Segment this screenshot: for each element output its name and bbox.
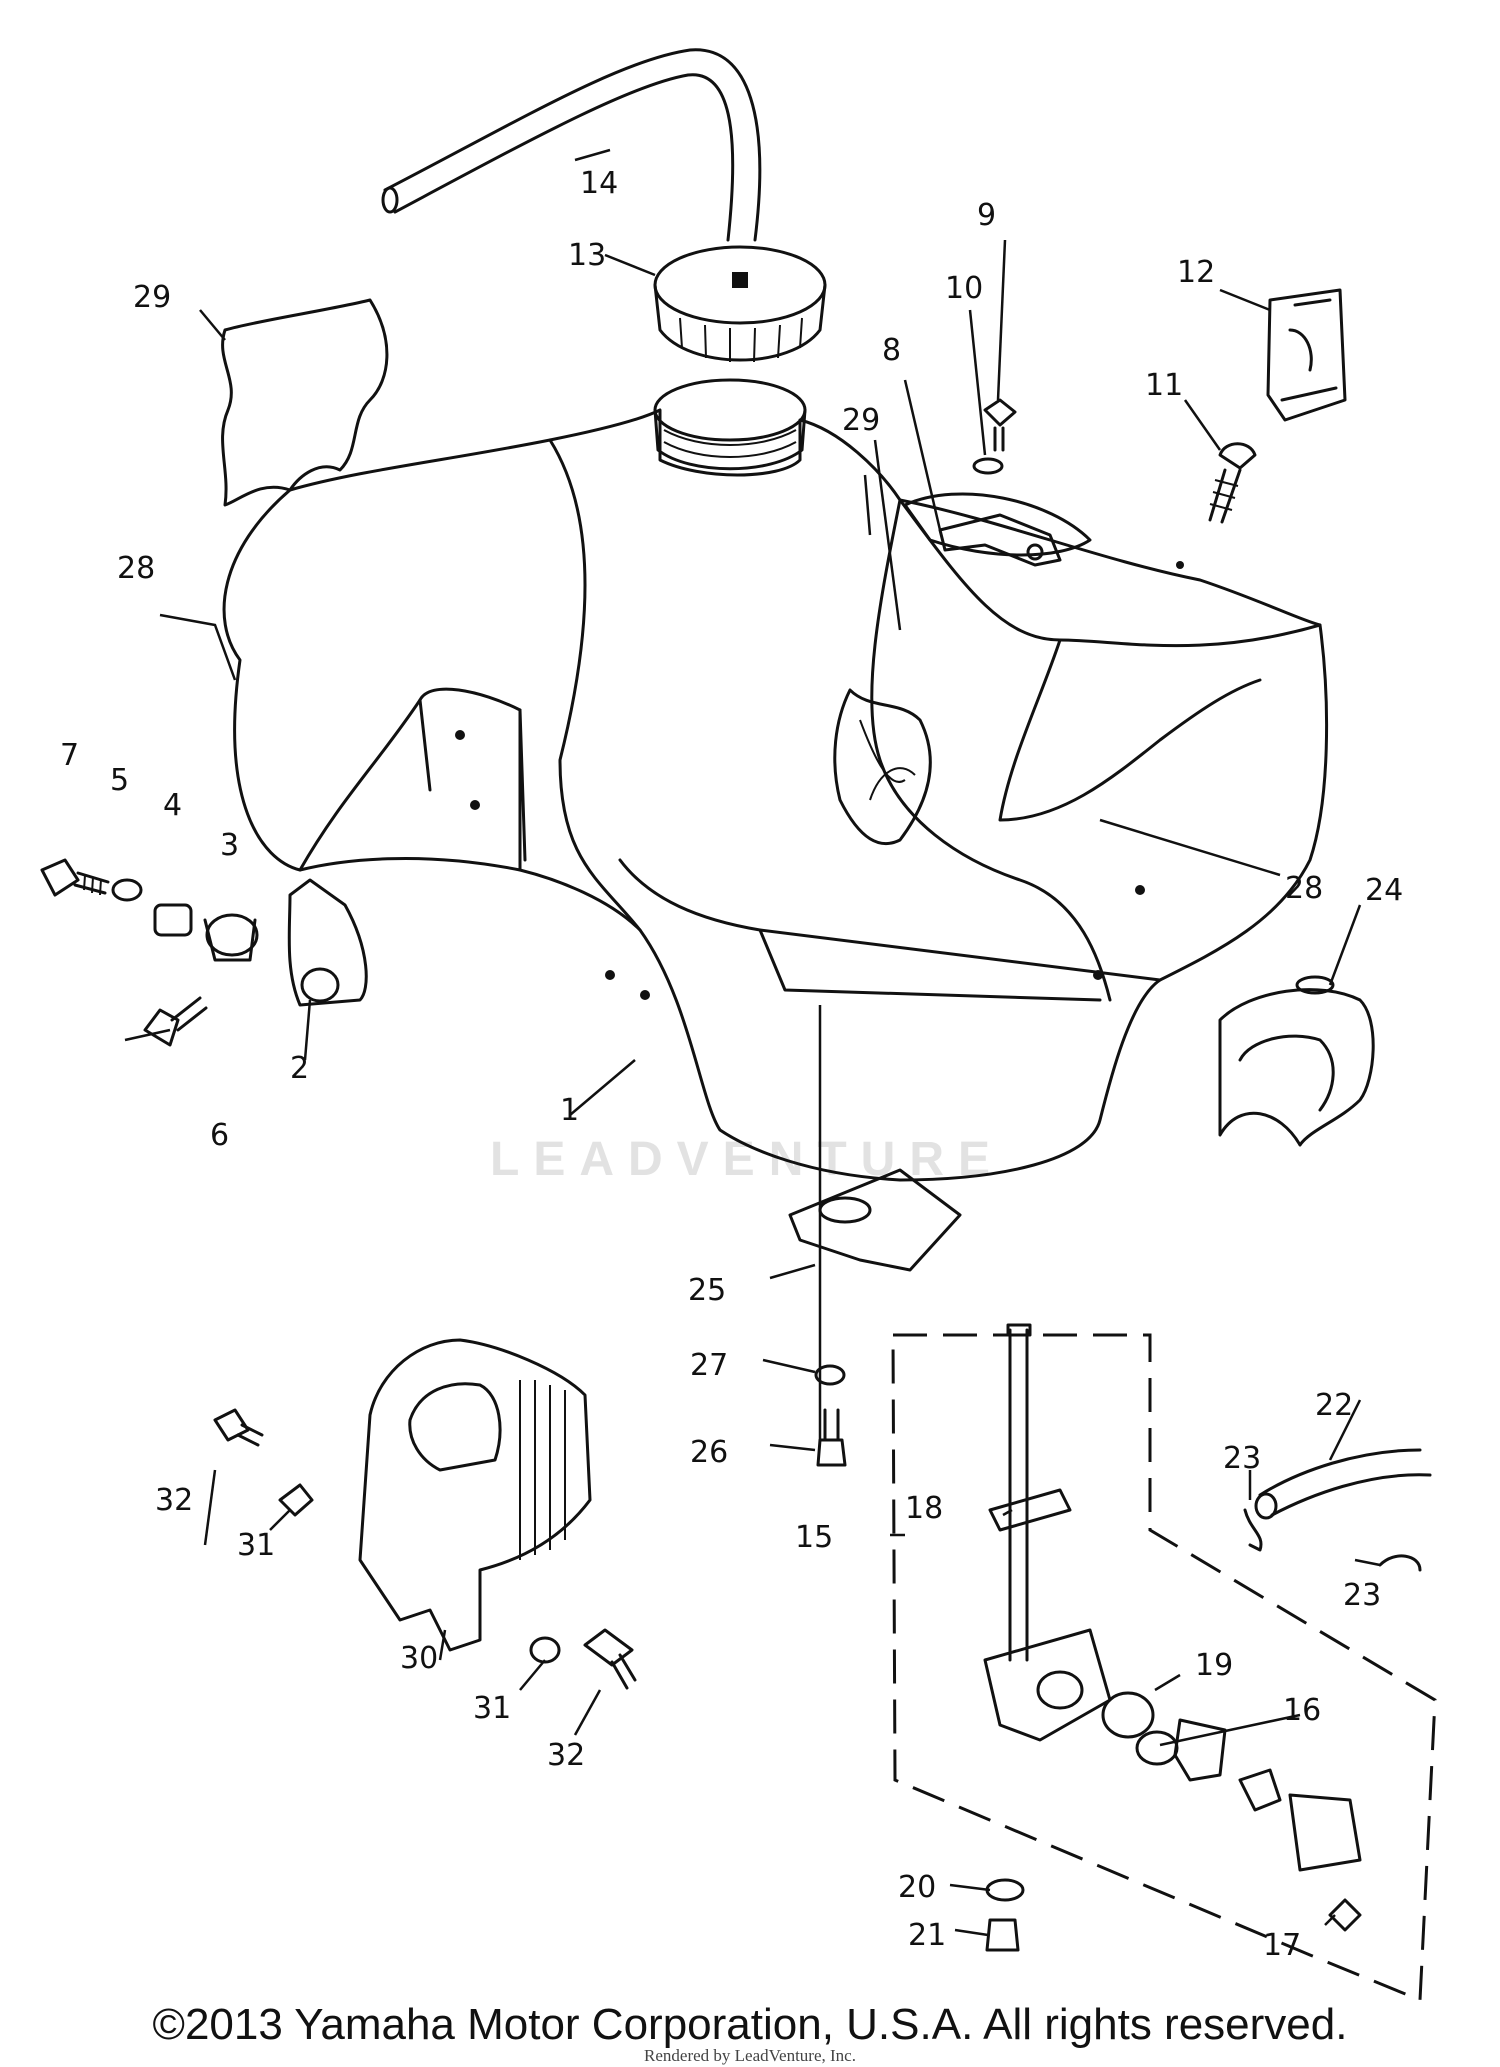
callout-7: 7 [60, 738, 79, 773]
callout-2: 2 [290, 1051, 309, 1086]
callout-8: 8 [882, 333, 901, 368]
fuel-tank [222, 378, 1329, 1182]
callout-28-right: 28 [1285, 871, 1323, 906]
callout-labels: 1 2 3 4 5 6 7 8 9 10 11 12 13 14 15 16 1… [60, 166, 1403, 1963]
callout-14: 14 [580, 166, 618, 201]
callout-20: 20 [898, 1870, 936, 1905]
callout-18: 18 [905, 1491, 943, 1526]
callout-22: 22 [1315, 1388, 1353, 1423]
callout-23-upper: 23 [1223, 1441, 1261, 1476]
tank-cap [653, 245, 827, 363]
callout-21: 21 [908, 1918, 946, 1953]
rubber-damper [1266, 288, 1347, 422]
callout-31-left: 31 [237, 1528, 275, 1563]
callout-16: 16 [1283, 1693, 1321, 1728]
callout-31-right: 31 [473, 1691, 511, 1726]
callout-26: 26 [690, 1435, 728, 1470]
callout-29-right: 29 [842, 403, 880, 438]
callout-3: 3 [220, 828, 239, 863]
breather-hose [381, 48, 762, 242]
rendered-by-notice: Rendered by LeadVenture, Inc. [644, 2046, 856, 2065]
callout-30: 30 [400, 1641, 438, 1676]
side-cover-hardware [213, 1338, 637, 1690]
callout-25: 25 [688, 1273, 726, 1308]
callout-1: 1 [560, 1093, 579, 1128]
callout-32-left: 32 [155, 1483, 193, 1518]
copyright-notice: ©2013 Yamaha Motor Corporation, U.S.A. A… [152, 2000, 1348, 2049]
callout-12: 12 [1177, 255, 1215, 290]
callout-11: 11 [1145, 368, 1183, 403]
callout-6: 6 [210, 1118, 229, 1153]
bracket-bolt-assembly [938, 398, 1062, 567]
front-mount-hardware [40, 858, 368, 1047]
tank-emblem-decal [221, 298, 389, 507]
callout-29-left: 29 [133, 280, 171, 315]
callout-32-right: 32 [547, 1738, 585, 1773]
callout-24: 24 [1365, 873, 1403, 908]
leader-lines [124, 148, 1381, 1937]
fuel-cock-assembly [891, 1323, 1437, 2003]
rear-bracket-hardware [788, 1168, 962, 1467]
callout-23-lower: 23 [1343, 1578, 1381, 1613]
callout-9: 9 [977, 198, 996, 233]
callout-17: 17 [1263, 1928, 1301, 1963]
callout-10: 10 [945, 271, 983, 306]
callout-15: 15 [795, 1520, 833, 1555]
rubber-mount-24 [1218, 975, 1375, 1147]
callout-5: 5 [110, 763, 129, 798]
callout-19: 19 [1195, 1648, 1233, 1683]
callout-28-left: 28 [117, 551, 155, 586]
callout-27: 27 [690, 1348, 728, 1383]
callout-4: 4 [163, 788, 182, 823]
screw-11 [1208, 442, 1257, 524]
callout-13: 13 [568, 238, 606, 273]
